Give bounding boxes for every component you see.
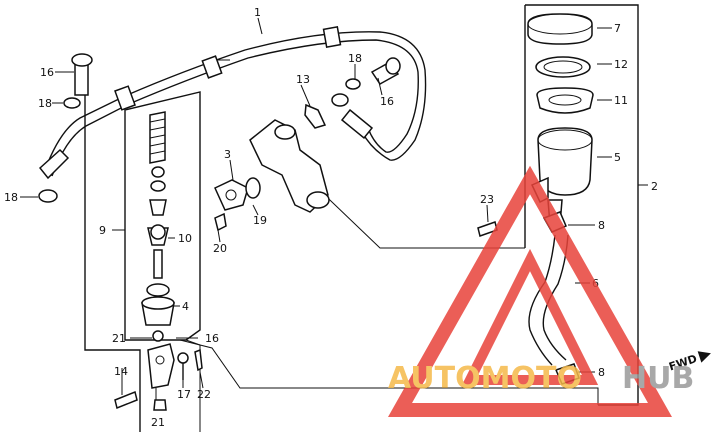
sealing-washer xyxy=(63,97,81,109)
cotter-pin-head xyxy=(177,352,189,364)
part-label-19: 19 xyxy=(253,214,267,227)
sealing-washer xyxy=(345,78,361,90)
part-label-7: 7 xyxy=(614,22,621,35)
lock-washer xyxy=(153,399,167,411)
hose-clamp xyxy=(201,55,223,79)
diaphragm-inner xyxy=(548,94,582,106)
master-cylinder-group-box xyxy=(124,91,201,341)
reservoir-cap-top xyxy=(527,13,593,35)
brake-hose xyxy=(44,31,427,171)
part-label-21-upper: 21 xyxy=(112,332,126,345)
part-label-10: 10 xyxy=(178,232,192,245)
push-rod xyxy=(153,249,163,279)
part-label-21-lower: 21 xyxy=(151,416,165,429)
bracket-hole xyxy=(155,355,165,365)
part-label-3: 3 xyxy=(224,148,231,161)
master-cylinder-bore xyxy=(306,191,330,209)
mounting-bracket xyxy=(147,343,175,389)
reservoir-tank xyxy=(537,127,593,196)
dust-boot-rim xyxy=(141,296,175,310)
cotter-pin-22 xyxy=(194,348,203,372)
lower-leader-line xyxy=(179,339,599,405)
banjo-fitting xyxy=(331,93,349,107)
hose-clamp xyxy=(114,85,136,111)
part-label-14: 14 xyxy=(114,365,128,378)
part-label-18-left: 18 xyxy=(38,97,52,110)
part-label-16-left: 16 xyxy=(40,66,54,79)
watermark: AUTOMOTO HUB xyxy=(388,165,694,417)
part-label-2: 2 xyxy=(651,180,658,193)
part-label-23: 23 xyxy=(480,193,494,206)
reservoir-hose xyxy=(528,234,556,366)
part-label-13: 13 xyxy=(296,73,310,86)
part-label-18-bottom: 18 xyxy=(4,191,18,204)
part-label-22: 22 xyxy=(197,388,211,401)
set-plate-inner xyxy=(543,60,583,74)
bracket-bolt xyxy=(114,390,138,410)
lower-group-box xyxy=(84,95,141,432)
return-spring xyxy=(149,111,166,164)
joint-gasket-3 xyxy=(214,179,249,211)
spring-coils xyxy=(149,118,166,155)
brake-hose-outer xyxy=(51,39,419,177)
part-label-8-lower: 8 xyxy=(598,366,605,379)
banjo-bolt-head xyxy=(385,57,401,75)
part-label-20: 20 xyxy=(213,242,227,255)
sealing-washer xyxy=(38,189,58,203)
watermark-triangle-icon xyxy=(388,165,672,417)
master-cylinder-port xyxy=(274,124,296,140)
snap-ring xyxy=(146,283,170,297)
nut xyxy=(152,330,164,342)
reservoir-cap xyxy=(527,13,593,45)
part-label-18-top: 18 xyxy=(348,52,362,65)
primary-cup xyxy=(151,166,165,178)
hose-clamp xyxy=(322,26,342,48)
part-label-16-bottom: 16 xyxy=(205,332,219,345)
set-plate xyxy=(535,56,591,78)
secondary-cup xyxy=(150,180,166,192)
banjo-bolt-head xyxy=(71,53,93,67)
gasket-hole xyxy=(225,189,237,201)
hose-end-fitting xyxy=(38,148,70,180)
piston-assembly xyxy=(150,224,166,240)
arrow-head-icon xyxy=(697,351,711,363)
reservoir-hose-outer xyxy=(542,234,569,361)
piston xyxy=(149,199,167,216)
watermark-text-secondary: HUB xyxy=(622,361,694,396)
part-label-9: 9 xyxy=(99,224,106,237)
reservoir-tank-mouth xyxy=(537,129,593,151)
part-label-12: 12 xyxy=(614,58,628,71)
hose-clip xyxy=(304,103,327,129)
part-label-8-upper: 8 xyxy=(598,219,605,232)
part-label-4: 4 xyxy=(182,300,189,313)
hose-end-fitting xyxy=(340,108,374,140)
o-ring xyxy=(245,177,261,199)
part-label-1: 1 xyxy=(254,6,261,19)
part-label-11: 11 xyxy=(614,94,628,107)
part-label-5: 5 xyxy=(614,151,621,164)
leader-lines xyxy=(20,17,612,400)
diaphragm xyxy=(536,87,594,114)
watermark-inner-triangle-icon xyxy=(461,248,599,385)
part-label-17: 17 xyxy=(177,388,191,401)
bracket-box-edge xyxy=(185,339,201,432)
part-label-16-right: 16 xyxy=(380,95,394,108)
joint-screw xyxy=(214,212,227,232)
watermark-text-primary: AUTOMOTO xyxy=(388,361,582,396)
